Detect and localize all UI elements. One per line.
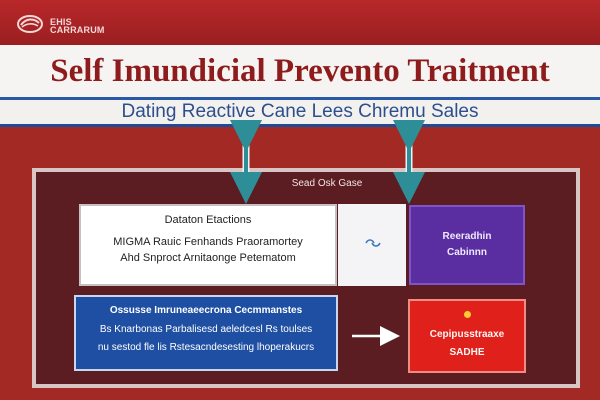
top-left-box-line2: MIGMA Rauic Fenhands Praoramortey xyxy=(113,236,303,248)
dot-icon xyxy=(464,311,471,318)
circle-swoosh-logo-icon xyxy=(17,15,43,33)
bottom-right-box-line2: SADHE xyxy=(449,347,485,358)
subtitle-inner xyxy=(0,100,600,124)
page-subtitle: Dating Reactive Cane Lees Chremu Sales xyxy=(121,101,479,122)
bottom-left-box-title: Ossusse Imruneaeecrona Cecmmanstes xyxy=(109,305,303,316)
logo-text: EHIS CARRARUM xyxy=(50,17,105,35)
middle-connector-box xyxy=(338,204,406,286)
bottom-right-box-line1: Cepipusstraaxe xyxy=(429,329,505,340)
logo[interactable]: EHIS CARRARUM xyxy=(16,14,126,36)
top-right-box[interactable]: Reeradhin Cabinnn xyxy=(409,205,525,285)
top-right-box-line1: Reeradhin xyxy=(442,231,492,242)
top-right-box-line2: Cabinnn xyxy=(447,247,487,258)
page-title: Self Imundicial Prevento Traitment xyxy=(50,53,550,89)
top-left-box[interactable]: Dataton Etactions MIGMA Rauic Fenhands P… xyxy=(79,204,337,286)
header-band xyxy=(0,0,600,45)
bottom-right-box[interactable]: Cepipusstraaxe SADHE xyxy=(408,299,526,373)
bottom-left-box-line3: nu sestod fle lis Rstesacndesesting lhop… xyxy=(97,342,315,353)
bottom-left-box-line2: Bs Knarbonas Parbalisesd aeledcesl Rs to… xyxy=(99,324,313,335)
logo-text-line2: CARRARUM xyxy=(50,25,105,35)
bottom-left-box[interactable]: Ossusse Imruneaeecrona Cecmmanstes Bs Kn… xyxy=(74,295,338,371)
logo-text-line1: EHIS xyxy=(50,17,72,27)
top-left-box-title: Dataton Etactions xyxy=(164,214,252,226)
center-label: Sead Osk Gase xyxy=(291,178,363,189)
link-icon xyxy=(365,239,381,247)
title-band xyxy=(0,45,600,97)
top-left-box-line3: Ahd Snproct Arnitaonge Petematom xyxy=(120,252,296,264)
